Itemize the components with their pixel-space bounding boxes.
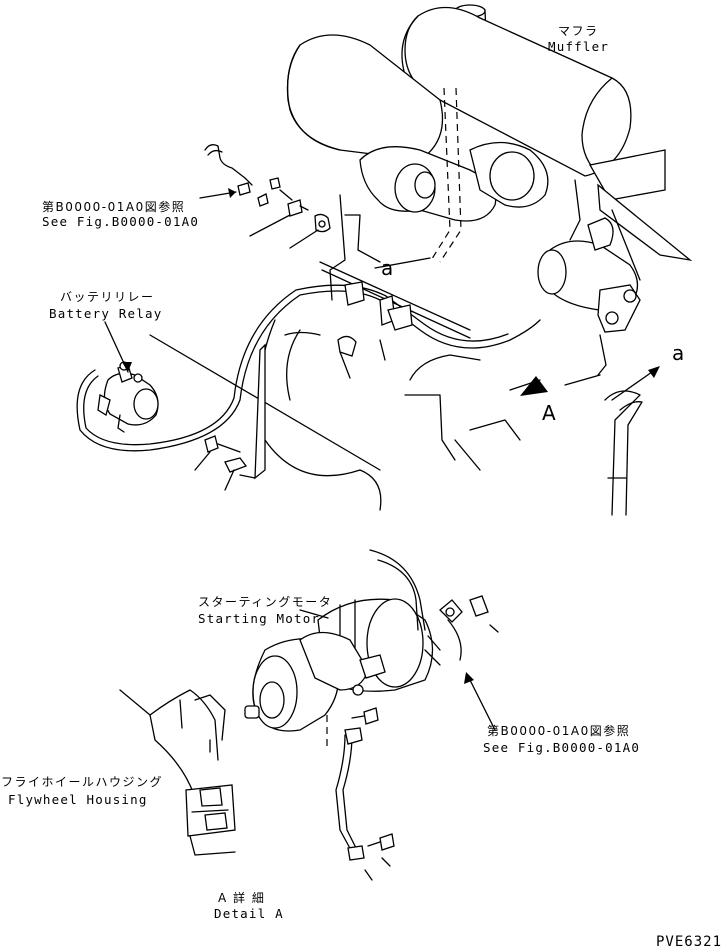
detail-a-label-en: Detail A <box>214 906 284 921</box>
view-a-marker: A <box>542 401 556 425</box>
muffler-drawing <box>286 4 693 281</box>
muffler-label-en: Muffler <box>548 39 609 54</box>
flywheel-housing-drawing <box>119 689 236 856</box>
see-fig-bottom-label-ja: 第B0000-01A0図参照 <box>487 723 630 738</box>
see-fig-top-label-en: See Fig.B0000-01A0 <box>42 214 199 229</box>
right-canister <box>537 217 641 386</box>
battery-relay-label-en: Battery Relay <box>49 306 162 321</box>
flywheel-housing-label-ja: フライホイールハウジング <box>1 775 163 789</box>
leader-lines-lower <box>299 609 496 731</box>
detail-a-label-ja: A 詳 細 <box>218 890 265 905</box>
reference-a-right: a <box>672 341 684 365</box>
see-fig-top-label-ja: 第B0000-01A0図参照 <box>42 199 185 214</box>
reference-a-upper: a <box>381 256 393 280</box>
battery-relay-drawing <box>97 144 331 491</box>
wire-harness <box>76 281 541 480</box>
battery-relay-label-ja: バッテリリレー <box>60 290 155 304</box>
drawing-code: PVE6321 <box>656 934 722 950</box>
leader-lines-upper <box>104 188 660 516</box>
muffler-label-ja: マフラ <box>558 24 599 38</box>
starting-motor-label-en: Starting Motor <box>198 611 320 626</box>
see-fig-bottom-label-en: See Fig.B0000-01A0 <box>483 740 640 755</box>
starting-motor-label-ja: スターティングモータ <box>198 595 332 609</box>
flywheel-housing-label-en: Flywheel Housing <box>8 792 148 807</box>
starting-motor-drawing <box>244 549 499 881</box>
engine-block <box>149 179 581 511</box>
